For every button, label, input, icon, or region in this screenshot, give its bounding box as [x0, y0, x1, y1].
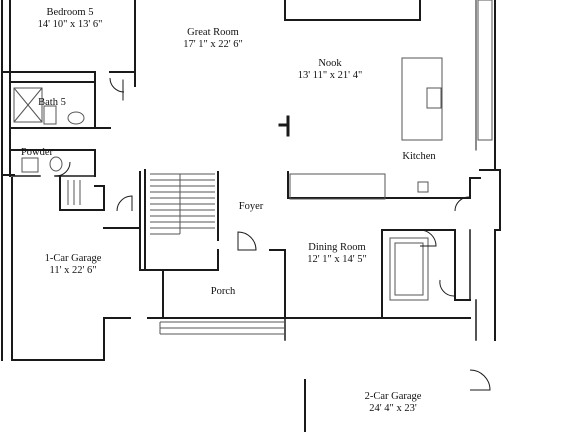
room-dims: 17' 1" x 22' 6" [183, 39, 243, 50]
room-label-kitchen: Kitchen [402, 151, 435, 163]
room-name: Great Room [187, 27, 239, 38]
room-dims: 11' x 22' 6" [49, 265, 97, 276]
room-name: 1-Car Garage [44, 253, 102, 264]
room-name: Foyer [238, 201, 264, 212]
room-name: Porch [210, 286, 236, 297]
room-label-porch: Porch [211, 286, 236, 298]
room-dims: 13' 11" x 21' 4" [297, 70, 363, 81]
room-name: Bath 5 [38, 97, 66, 108]
room-name: Powder [20, 147, 54, 158]
room-label-bath-5: Bath 5 [38, 97, 66, 109]
room-label-nook: Nook 13' 11" x 21' 4" [298, 58, 362, 82]
room-name: Bedroom 5 [46, 7, 94, 18]
stair-treads [67, 173, 215, 235]
doors [54, 77, 491, 391]
room-label-bedroom-5: Bedroom 5 14' 10" x 13' 6" [38, 7, 103, 31]
room-dims: 24' 4" x 23' [369, 403, 417, 414]
room-label-dining-room: Dining Room 12' 1" x 14' 5" [307, 242, 367, 266]
room-label-1-car-garage: 1-Car Garage 11' x 22' 6" [45, 253, 102, 277]
room-label-2-car-garage: 2-Car Garage 24' 4" x 23' [365, 391, 422, 415]
fixtures [13, 0, 493, 335]
room-name: Dining Room [308, 242, 366, 253]
room-label-great-room: Great Room 17' 1" x 22' 6" [183, 27, 243, 51]
room-name: Kitchen [402, 151, 436, 162]
room-name: Nook [318, 58, 342, 69]
room-label-powder: Powder [21, 147, 53, 159]
room-dims: 12' 1" x 14' 5" [307, 254, 367, 265]
room-label-foyer: Foyer [239, 201, 264, 213]
room-dims: 14' 10" x 13' 6" [37, 19, 103, 30]
room-name: 2-Car Garage [364, 391, 422, 402]
walls [1, 0, 501, 432]
